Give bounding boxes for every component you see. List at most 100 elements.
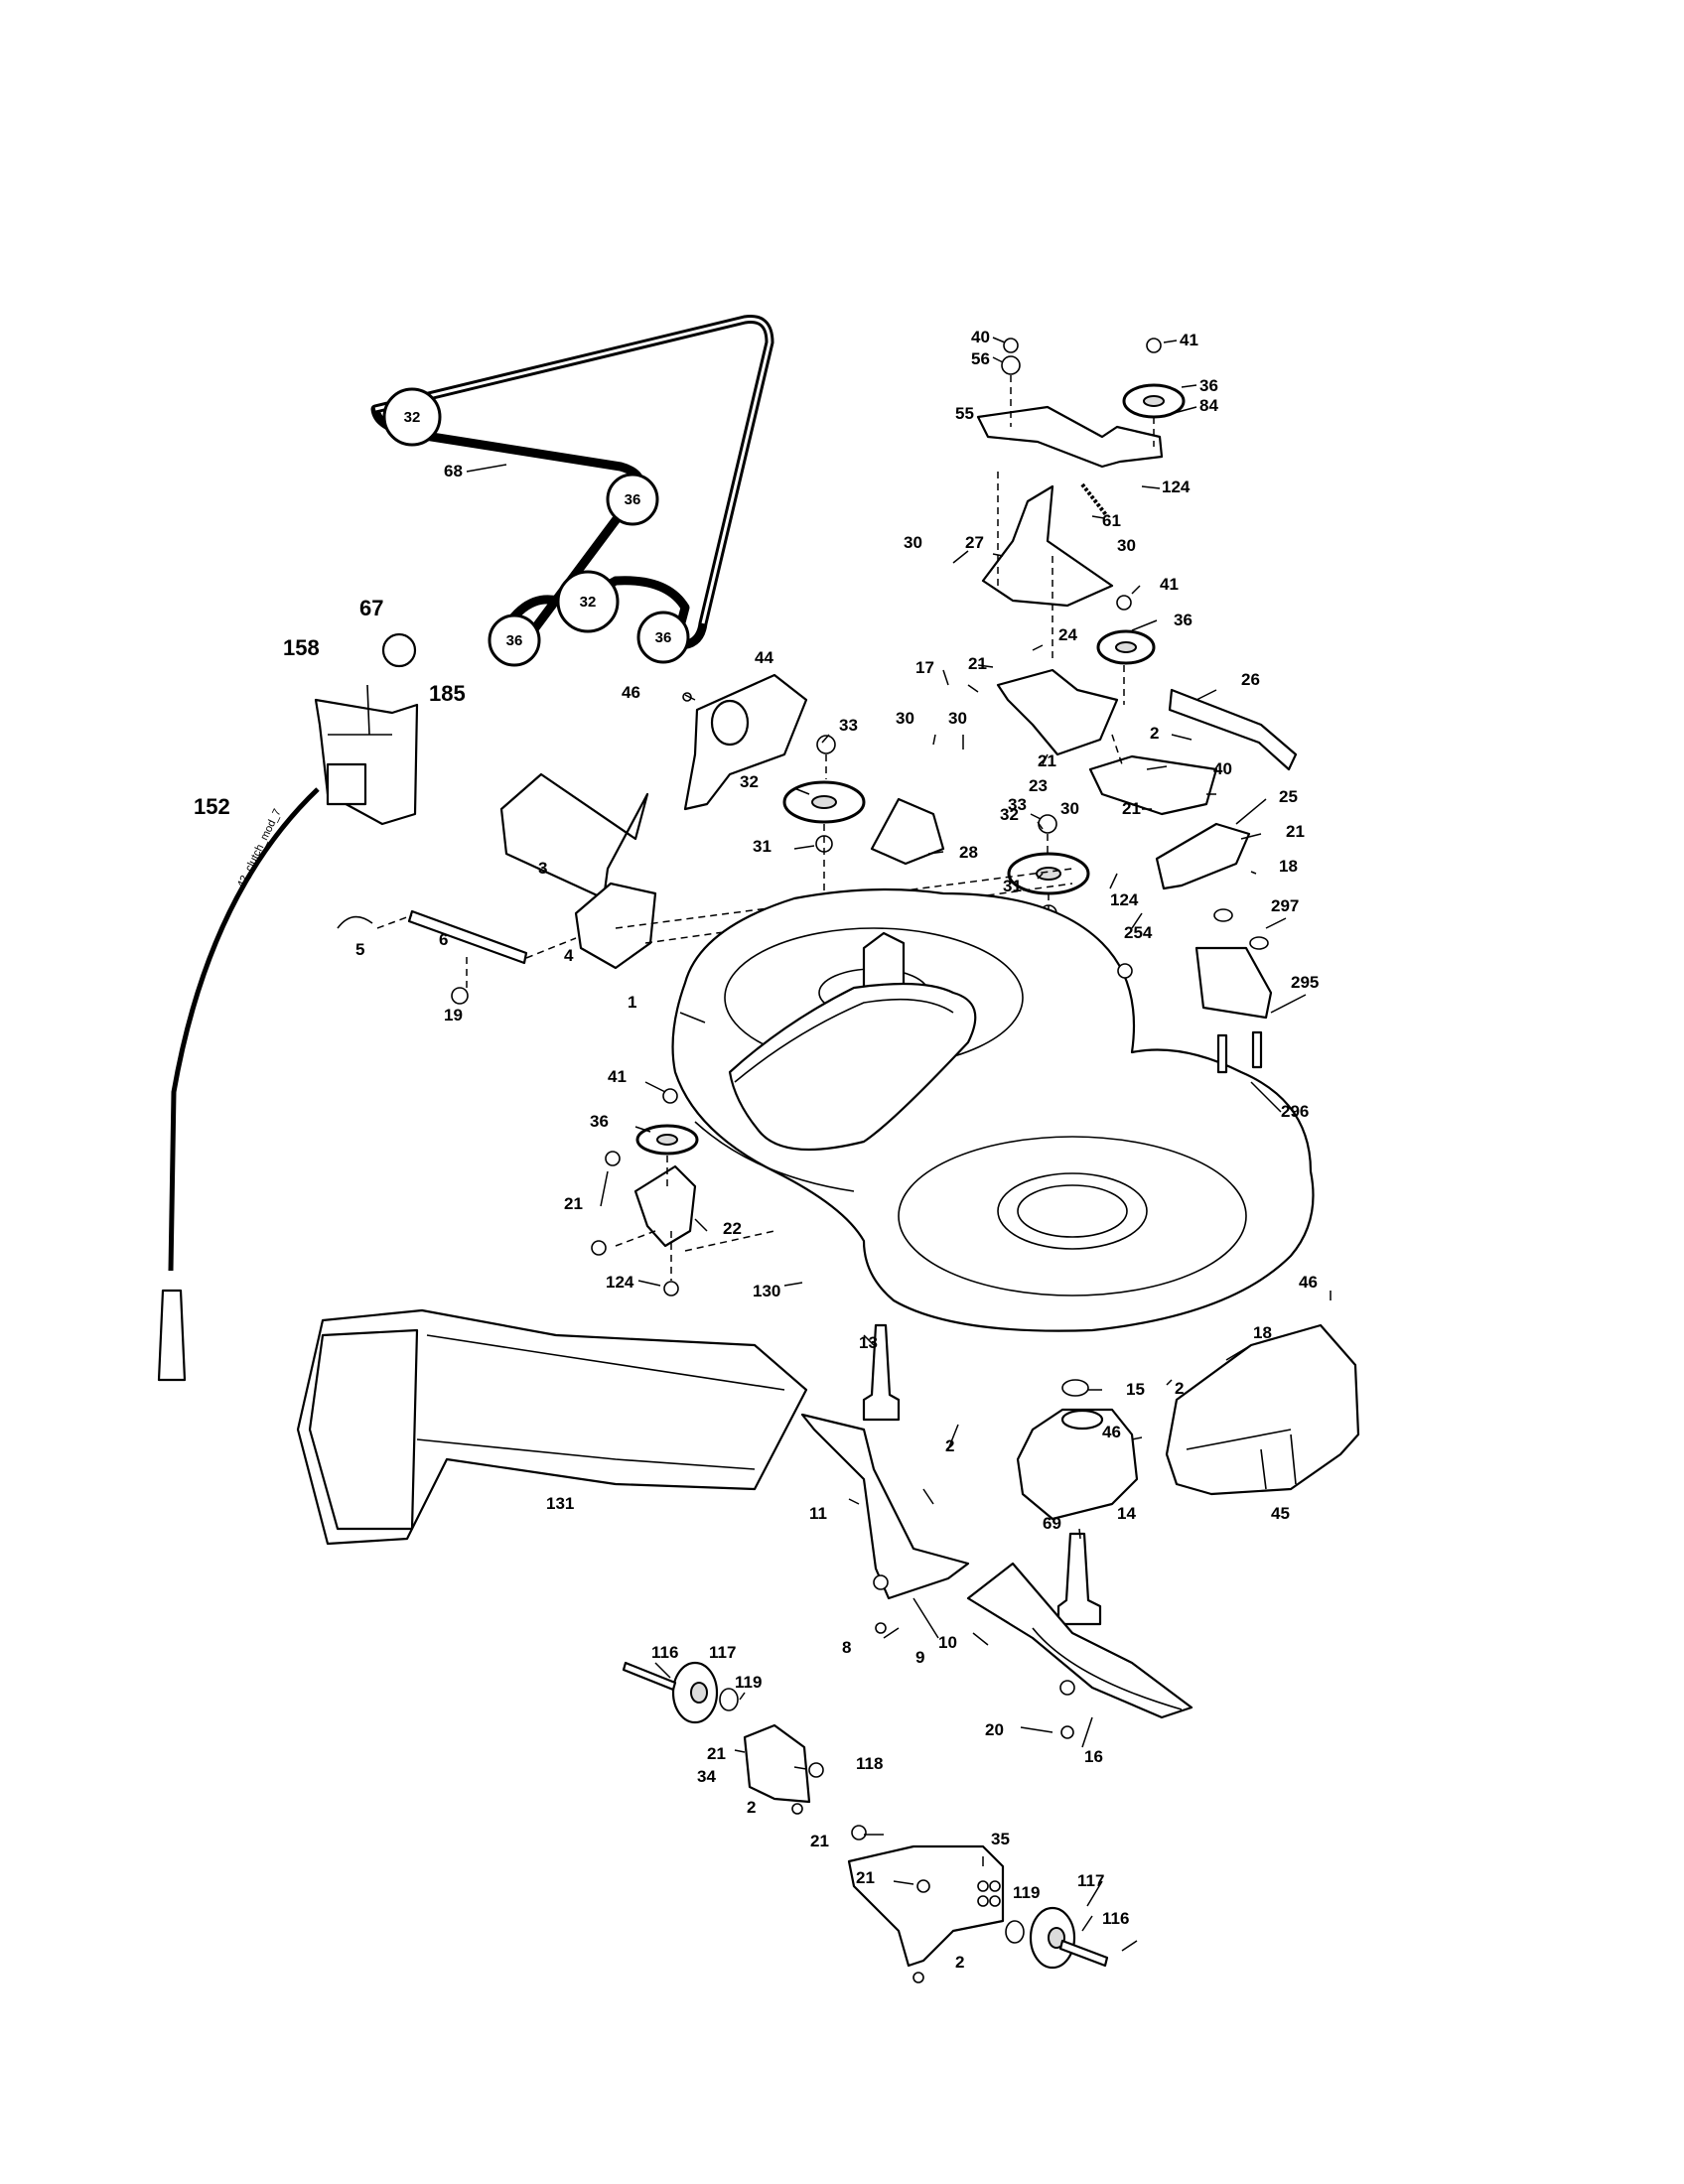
- label-56: 56: [971, 349, 990, 368]
- label-2d: 2: [747, 1798, 756, 1817]
- idler-arm-24: [996, 668, 1119, 756]
- label-2b: 2: [1175, 1379, 1184, 1398]
- label-84: 84: [1199, 396, 1218, 415]
- idler-arm-55: [976, 405, 1164, 469]
- label-3: 3: [538, 859, 547, 878]
- label-25: 25: [1279, 787, 1298, 806]
- washer-15: [1061, 1379, 1089, 1397]
- label-36a: 36: [1199, 376, 1218, 395]
- mower-deck-1: [671, 887, 1315, 1332]
- spacer-119-right: [1005, 1920, 1025, 1944]
- label-21g: 21: [810, 1832, 829, 1850]
- label-119a: 119: [735, 1673, 762, 1692]
- drive-belt: [370, 315, 774, 658]
- label-26: 26: [1241, 670, 1260, 689]
- idler-bracket-assembly: [976, 338, 1298, 890]
- washer-21-lower-b: [916, 1879, 930, 1893]
- bracket-23: [1088, 754, 1218, 816]
- label-9: 9: [915, 1648, 924, 1667]
- belt-pulley-36-left: [488, 614, 541, 667]
- label-117a: 117: [709, 1643, 736, 1662]
- label-67: 67: [359, 596, 383, 620]
- label-6: 6: [439, 930, 448, 949]
- label-61: 61: [1102, 511, 1121, 530]
- label-40b: 40: [1213, 759, 1232, 778]
- label-33b: 33: [1008, 795, 1027, 814]
- belt-pulley-32-center: [556, 570, 620, 633]
- label-32a: 32: [740, 772, 759, 791]
- washer-21-left-a: [605, 1151, 621, 1166]
- deflector-assembly: [1117, 908, 1273, 1074]
- belt-pulley-36-upper: [606, 473, 659, 526]
- label-40a: 40: [971, 328, 990, 346]
- drive-belt-assembly: 32 36 36 32 36: [370, 315, 774, 667]
- label-21c: 21: [1122, 799, 1141, 818]
- bolt-254: [1117, 963, 1133, 979]
- bolt-116-right: [1058, 1939, 1109, 1968]
- idler-bracket-27: [981, 484, 1114, 608]
- label-30b: 30: [1117, 536, 1136, 555]
- deflector-295: [1194, 946, 1273, 1020]
- washer-56-top: [1001, 355, 1021, 375]
- belt-cover-44: [682, 673, 808, 811]
- bolt-296-a: [1216, 1033, 1228, 1074]
- label-31a: 31: [753, 837, 772, 856]
- label-30d: 30: [948, 709, 967, 728]
- bracket-34: [743, 1723, 811, 1804]
- belt-pulley-32-top: [382, 387, 442, 447]
- label-117b: 117: [1077, 1871, 1104, 1890]
- label-254: 254: [1124, 923, 1153, 942]
- bolt-8: [875, 1622, 887, 1634]
- label-296: 296: [1281, 1102, 1309, 1121]
- label-22: 22: [723, 1219, 742, 1238]
- washer-9: [1059, 1680, 1075, 1696]
- washer-21-left-b: [591, 1240, 607, 1256]
- label-36c: 36: [590, 1112, 609, 1131]
- cable-marking: 42_clutch_mod_7: [235, 807, 284, 889]
- label-33a: 33: [839, 716, 858, 735]
- label-1: 1: [628, 993, 636, 1012]
- label-31b: 31: [1003, 877, 1022, 895]
- label-44: 44: [755, 648, 773, 667]
- label-69: 69: [1043, 1514, 1061, 1533]
- label-15: 15: [1126, 1380, 1145, 1399]
- belt-guard-45: [1165, 1323, 1360, 1496]
- leader-lines: [466, 337, 1332, 1952]
- label-17: 17: [915, 658, 934, 677]
- label-41b: 41: [1160, 575, 1179, 594]
- label-32b: 32: [1000, 805, 1019, 824]
- label-21b: 21: [1038, 751, 1056, 770]
- label-10: 10: [938, 1633, 957, 1652]
- pulley-label-36b: 36: [506, 632, 523, 649]
- clutch-cable-152: [168, 787, 320, 1272]
- label-41a: 41: [1180, 331, 1198, 349]
- spacer-119-left: [719, 1688, 739, 1711]
- label-2c: 2: [945, 1436, 954, 1455]
- label-124c: 124: [606, 1273, 634, 1292]
- spring-61: [1080, 482, 1109, 518]
- gauge-wheel-assembly: [622, 1661, 1109, 1983]
- label-16: 16: [1084, 1747, 1103, 1766]
- label-21h: 21: [856, 1868, 875, 1887]
- label-30a: 30: [904, 533, 922, 552]
- nut-40-top: [1003, 338, 1019, 353]
- label-11: 11: [809, 1504, 827, 1523]
- label-119b: 119: [1013, 1883, 1040, 1902]
- bracket-28: [870, 797, 945, 866]
- nut-41-mid: [1116, 595, 1132, 611]
- label-5: 5: [355, 940, 364, 959]
- label-2e: 2: [955, 1953, 964, 1972]
- label-21f: 21: [707, 1744, 726, 1763]
- bracket-25: [1155, 822, 1251, 890]
- label-14: 14: [1117, 1504, 1136, 1523]
- label-30c: 30: [896, 709, 914, 728]
- blade-16: [966, 1562, 1193, 1719]
- label-23: 23: [1029, 776, 1048, 795]
- label-185: 185: [429, 681, 466, 706]
- label-28: 28: [959, 843, 978, 862]
- pulley-label-32b: 32: [580, 594, 597, 611]
- deck-baffle: [728, 982, 977, 1152]
- label-41c: 41: [608, 1067, 627, 1086]
- pulley-label-36c: 36: [655, 629, 672, 646]
